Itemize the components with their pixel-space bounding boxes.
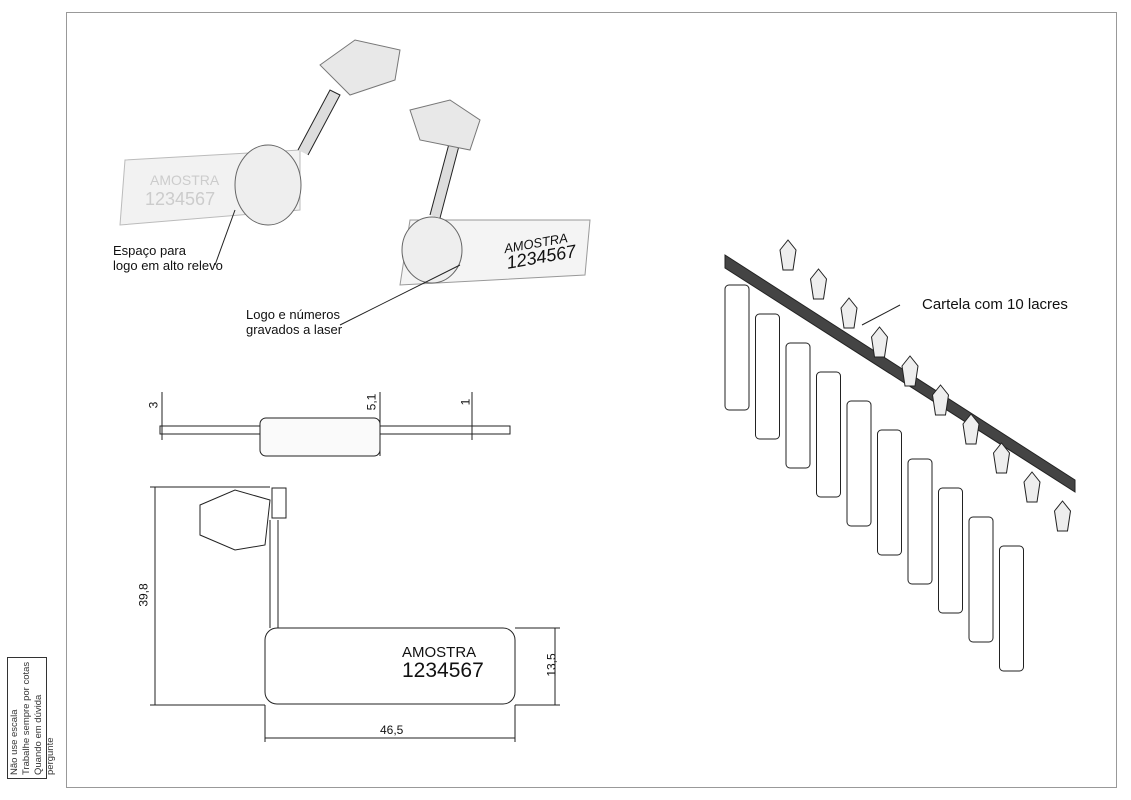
svg-text:AMOSTRA: AMOSTRA [150, 172, 220, 188]
seal-head [901, 355, 919, 387]
dim-total-height: 39,8 [136, 583, 151, 607]
iso-seal-back: AMOSTRA 1234567 [119, 39, 401, 266]
seal-tag [877, 429, 902, 556]
seal-head [1053, 500, 1072, 532]
svg-text:1234567: 1234567 [145, 189, 215, 209]
seal-tag [846, 400, 872, 527]
front-view [150, 486, 560, 742]
seal-tag [755, 313, 780, 440]
seal-head [779, 239, 797, 271]
dim-thickness: 3 [146, 401, 161, 409]
drawing-frame [66, 12, 1117, 788]
seal-tag [999, 545, 1024, 672]
seal-tag [816, 371, 841, 498]
seal-head [931, 384, 950, 416]
card-bar [724, 254, 1076, 493]
tag-line1: AMOSTRA [402, 644, 477, 661]
side-view [159, 392, 511, 457]
iso-seal-front [339, 99, 591, 326]
card-leader-line [861, 304, 901, 326]
callout-laser: Logo e números gravados a laser [246, 307, 342, 337]
seal-head [992, 442, 1011, 474]
seal-tag [724, 284, 750, 411]
seal-tag [785, 342, 811, 469]
card-of-seals [724, 239, 1076, 672]
seal-tag [968, 516, 994, 643]
seal-tag [907, 458, 933, 585]
callout-logo-space: Espaço para logo em alto relevo [113, 243, 223, 273]
seal-head [870, 326, 889, 358]
seal-head [962, 413, 980, 445]
dim-tag-height: 13,5 [544, 653, 559, 677]
dim-tag-width: 46,5 [380, 723, 404, 737]
seal-head [1023, 471, 1041, 503]
dim-height-5-1: 5,1 [364, 393, 379, 411]
tag-line2: 1234567 [402, 659, 484, 682]
callout-line: gravados a laser [246, 322, 343, 337]
dim-tail: 1 [458, 398, 473, 406]
callout-line: logo em alto relevo [113, 258, 223, 273]
callout-line: Logo e números [246, 307, 340, 322]
front-tag-text: AMOSTRA 1234567 [402, 645, 484, 682]
seal-head [809, 268, 828, 300]
seal-head [840, 297, 858, 329]
callout-line: Espaço para [113, 243, 186, 258]
callout-card: Cartela com 10 lacres [922, 296, 1068, 313]
seal-tag [938, 487, 963, 614]
